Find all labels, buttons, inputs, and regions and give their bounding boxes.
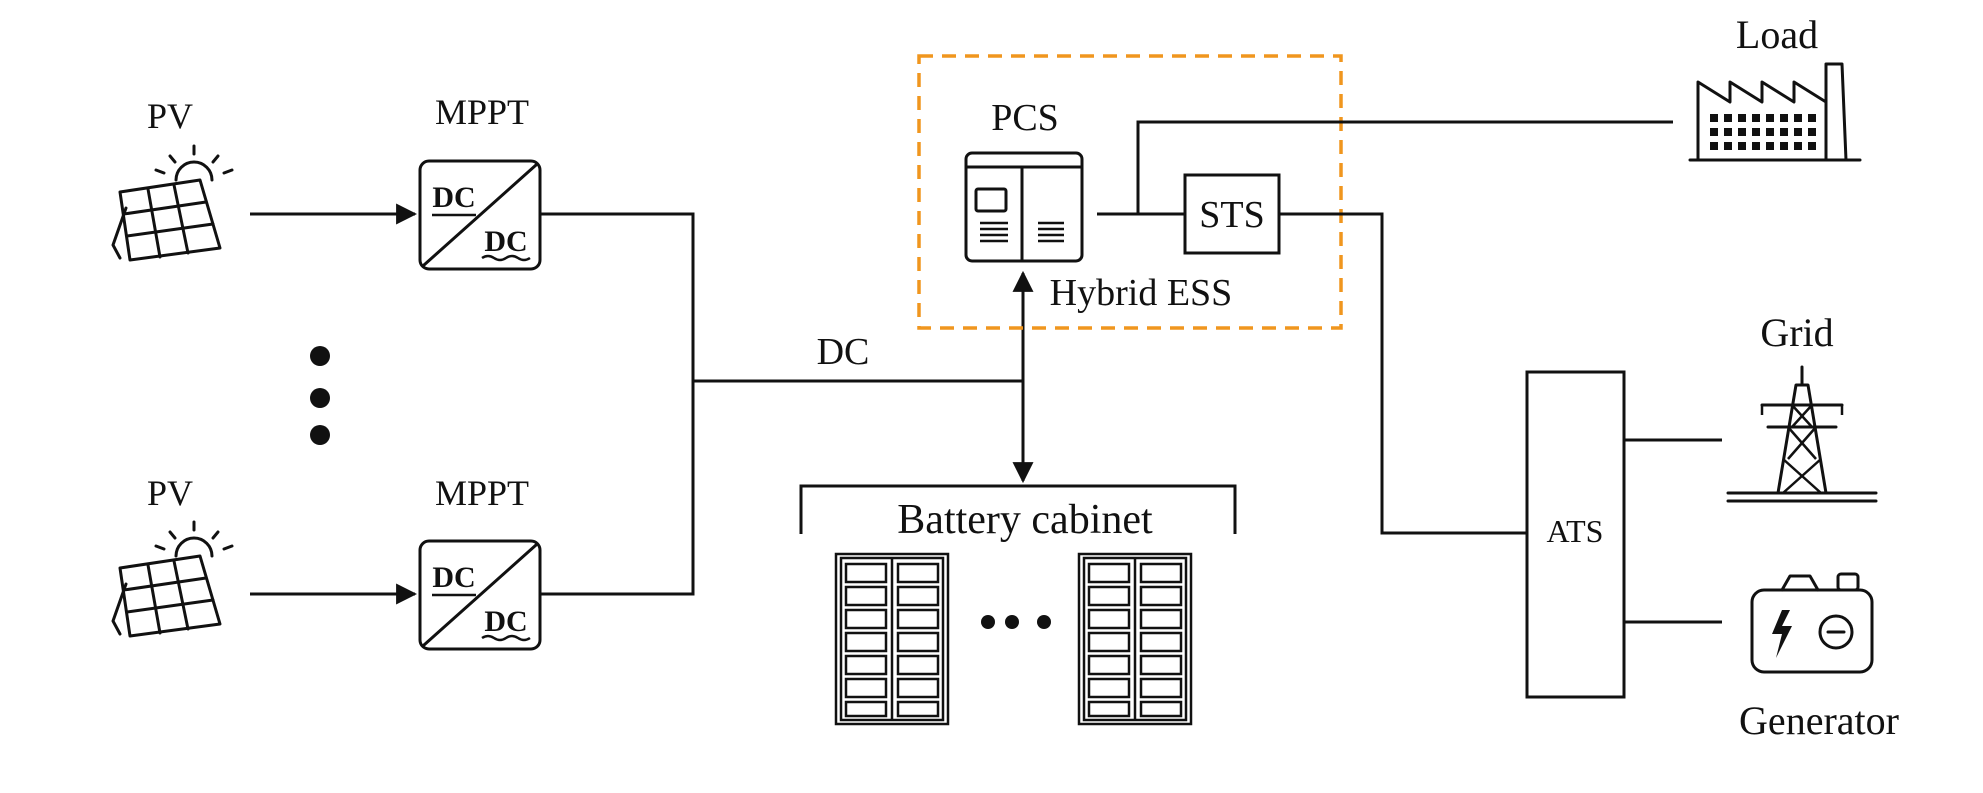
transmission-tower-icon [1726, 365, 1878, 503]
mppt-label-bottom: MPPT [435, 473, 529, 513]
pv-label-top: PV [147, 96, 193, 136]
battery-rack-icon [1077, 552, 1193, 726]
ellipsis-dot [310, 388, 330, 408]
generator-icon [1750, 572, 1874, 674]
mppt-output-wire [540, 212, 695, 596]
ellipsis-dot [310, 425, 330, 445]
pv-label-bottom: PV [147, 473, 193, 513]
factory-icon [1688, 62, 1862, 162]
sts-label: STS [1199, 194, 1264, 236]
ellipsis-dot [1037, 615, 1051, 629]
pcs-label: PCS [991, 97, 1059, 139]
solar-panel-icon [111, 144, 234, 262]
ats-label: ATS [1547, 513, 1604, 549]
converter-output-label: DC [484, 225, 527, 258]
hybrid-ess-boundary [917, 54, 1343, 330]
solar-panel-icon [111, 520, 234, 638]
load-label: Load [1736, 12, 1818, 57]
ellipsis-dot [981, 615, 995, 629]
dc-bus-label: DC [817, 331, 870, 373]
converter-input-label: DC [432, 181, 475, 214]
sts-to-ats-wire [1279, 212, 1527, 535]
dc-dc-converter-icon: DC DC [418, 159, 542, 271]
ellipsis-dot [310, 346, 330, 366]
battery-rack-icon [834, 552, 950, 726]
battery-cabinet-bracket [799, 484, 1237, 534]
converter-output-label: DC [484, 605, 527, 638]
dc-dc-converter-icon: DC DC [418, 539, 542, 651]
hybrid-ess-label: Hybrid ESS [1050, 272, 1233, 314]
ellipsis-dot [1005, 615, 1019, 629]
ats-box [1525, 370, 1626, 699]
battery-cabinet-label: Battery cabinet [897, 497, 1153, 543]
grid-label: Grid [1760, 310, 1833, 355]
pcs-cabinet-icon [964, 151, 1084, 263]
converter-input-label: DC [432, 561, 475, 594]
load-feed-wire [1136, 120, 1673, 214]
generator-label: Generator [1739, 698, 1899, 743]
mppt-label-top: MPPT [435, 92, 529, 132]
